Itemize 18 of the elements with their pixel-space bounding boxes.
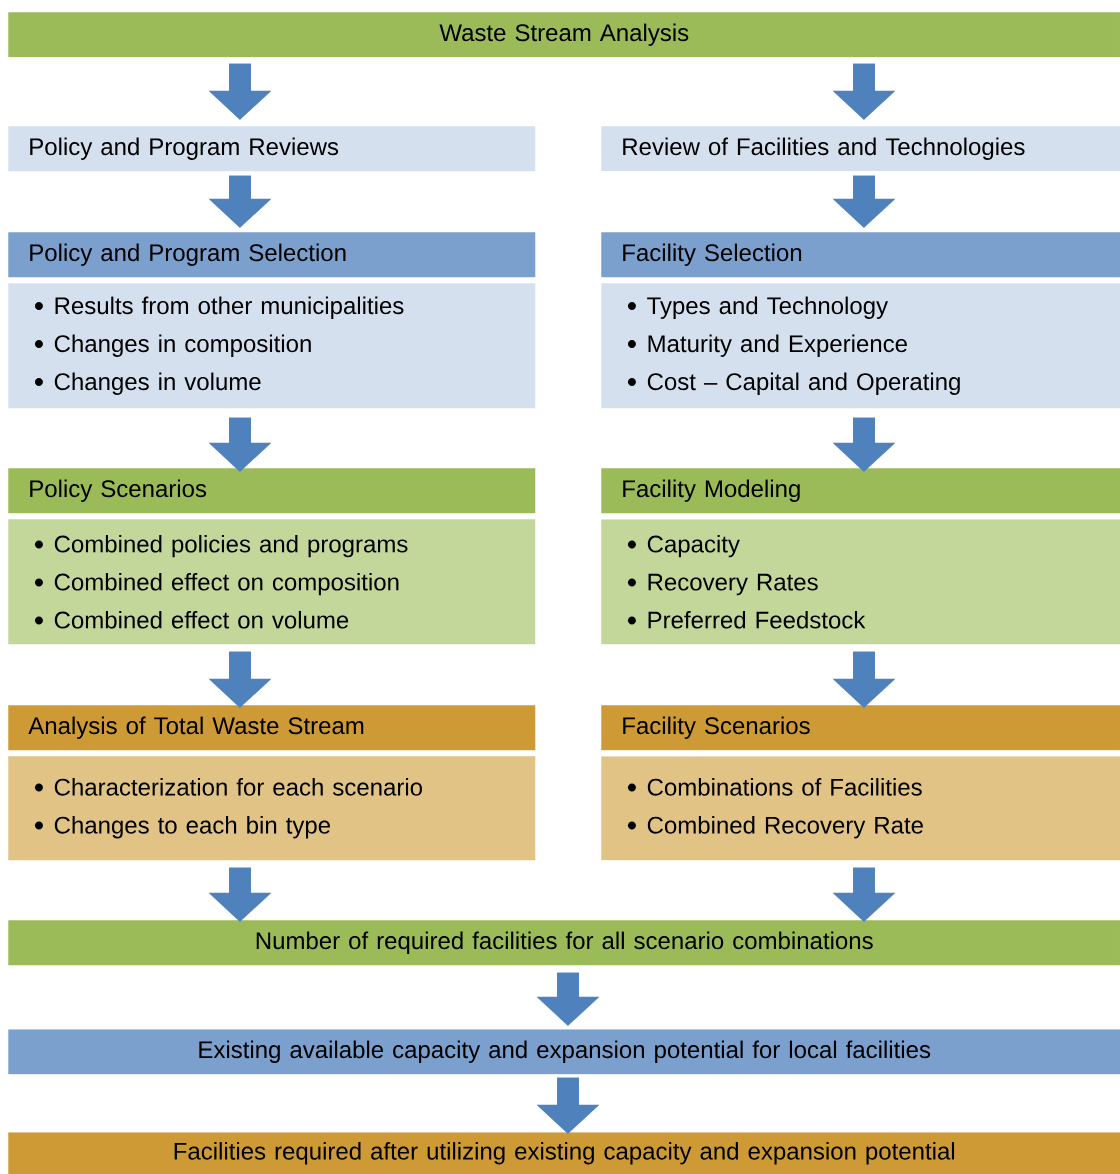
process-box: Policy and Program Reviews <box>8 126 536 172</box>
process-box: Number of required facilities for all scenario combinations <box>8 920 1120 966</box>
header-bar: Waste Stream Analysis <box>8 12 1120 58</box>
bullet-list-box: Characterization for each scenario Changes to each bin type <box>8 756 536 861</box>
header-bar: Analysis of Total Waste Stream <box>8 705 536 751</box>
header-bar: Facility Scenarios <box>601 705 1120 751</box>
bullet-list-box: Capacity Recovery Rates Preferred Feedstock <box>601 519 1120 645</box>
bullet-list-box: Combined policies and programs Combined effect on composition Combined effect on volume <box>8 519 536 645</box>
process-box: Review of Facilities and Technologies <box>601 126 1120 172</box>
header-bar: Policy and Program Selection <box>8 232 536 278</box>
process-box: Existing available capacity and expansion potential for local facilities <box>8 1029 1120 1075</box>
header-bar: Facility Selection <box>601 232 1120 278</box>
bullet-list-box: Results from other municipalities Changes in composition Changes in volume <box>8 283 536 409</box>
bullet-list-box: Combinations of Facilities Combined Recovery Rate <box>601 756 1120 861</box>
header-bar: Policy Scenarios <box>8 468 536 514</box>
header-bar: Facility Modeling <box>601 468 1120 514</box>
process-box: Facilities required after utilizing existing capacity and expansion potential <box>8 1132 1120 1174</box>
bullet-list-box: Types and Technology Maturity and Experience Cost – Capital and Operating <box>601 283 1120 409</box>
